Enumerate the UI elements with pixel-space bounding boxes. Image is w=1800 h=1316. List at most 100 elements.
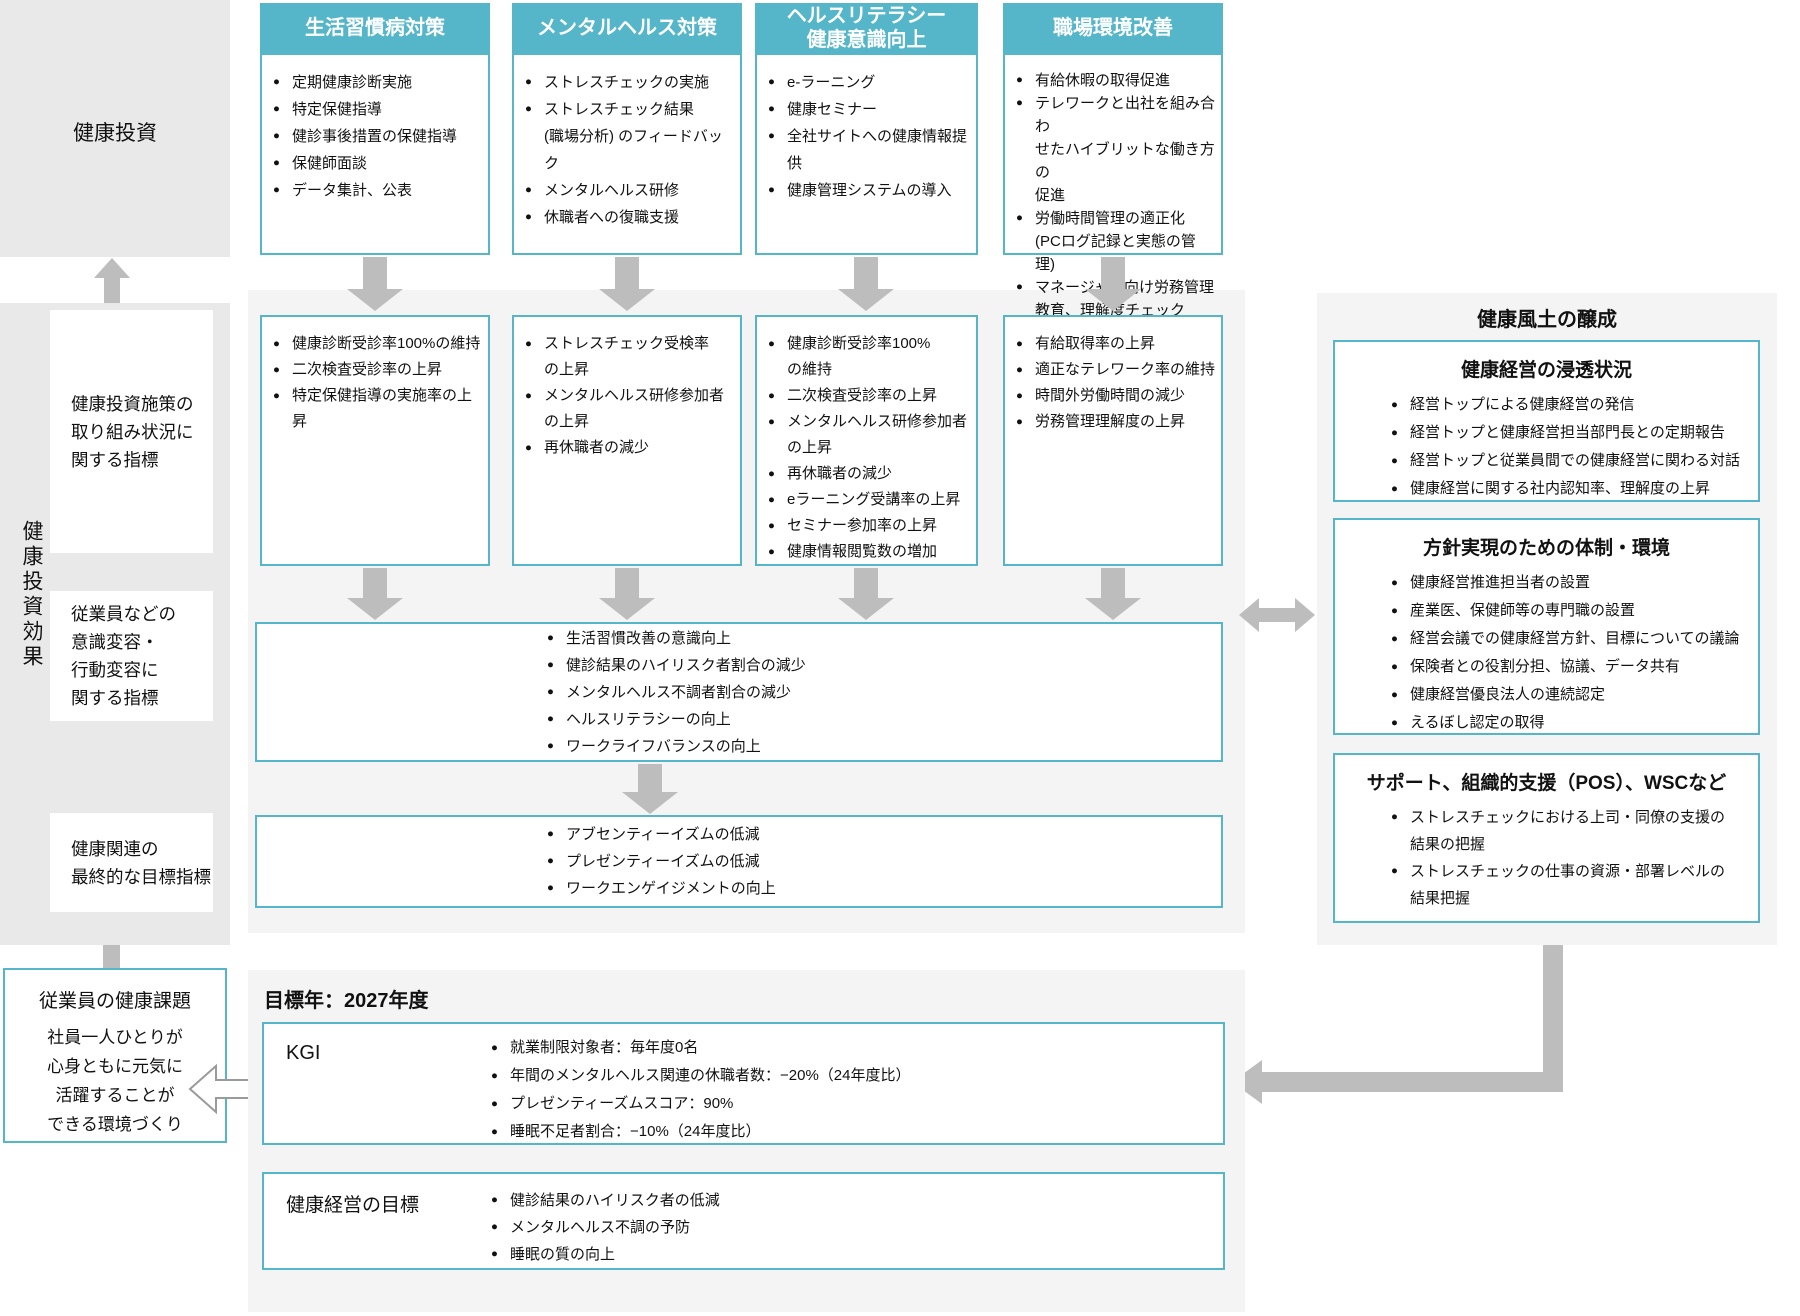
bullet-item: ●有給取得率の上昇 [1016, 331, 1215, 357]
bullet-text: ワークライフバランスの向上 [566, 737, 761, 755]
bullet-icon: ● [1016, 74, 1023, 86]
bullet-text: 定期健康診断実施 [292, 74, 413, 91]
text-line: 行動変容に [71, 660, 159, 680]
bullet-text: 睡眠不足者割合：−10%（24年度比） [510, 1123, 761, 1140]
bullet-item: ●健康診断受診率100%の維持 [768, 331, 970, 383]
bullet-icon: ● [273, 103, 280, 115]
support-pos-wsc-heading: サポート、組織的支援（POS）、WSCなど [1366, 773, 1727, 794]
bullet-icon: ● [547, 828, 554, 840]
bullet-icon: ● [273, 130, 280, 142]
text-line: 健康関連の [71, 838, 159, 859]
bullet-item: ● 特定保健指導 [273, 96, 482, 123]
outcomes-box-lifestyle: ●健康診断受診率100%の維持●二次検査受診率の上昇●特定保健指導の実施率の上昇 [260, 315, 490, 566]
bullet-item: ● 経営会議での健康経営方針、目標についての議論 [1391, 625, 1750, 653]
up-arrow-icon [94, 258, 130, 304]
actions-box-mental-health: ●ストレスチェックの実施●ストレスチェック結果(職場分析) のフィードバック●メ… [512, 53, 742, 255]
actions-box-lifestyle: ●定期健康診断実施●特定保健指導●健診事後措置の保健指導●保健師面談●データ集計… [260, 53, 490, 255]
bullet-icon: ● [273, 184, 280, 196]
bullet-icon: ● [547, 739, 554, 752]
bullet-text: ストレスチェックの仕事の資源・部署レベルの結果把握 [1410, 863, 1726, 907]
bullet-icon: ● [1391, 605, 1398, 617]
bullet-item: ●再休職者の減少 [768, 461, 970, 487]
bullet-icon: ● [547, 631, 554, 644]
bullet-icon: ● [768, 76, 775, 88]
bullet-item: ● データ集計、公表 [273, 177, 482, 204]
investment-label: 健康投資 [73, 122, 157, 145]
management-goals-label: 健康経営の目標 [286, 1195, 420, 1216]
bullet-text: 経営会議での健康経営方針、目標についての議論 [1410, 630, 1740, 647]
bullet-icon: ● [547, 658, 554, 671]
bullet-text: 休職者への復職支援 [544, 209, 680, 226]
bullet-text: 特定保健指導の実施率の上昇 [292, 387, 473, 430]
bullet-item: ●アブセンティーイズムの低減 [547, 821, 1221, 848]
bullet-item: ●メンタルヘルス研修参加者の上昇 [768, 409, 970, 461]
bullet-text: 健康管理システムの導入 [787, 182, 952, 199]
bullet-text: 健康経営優良法人の連続認定 [1410, 686, 1606, 703]
bullet-text: 健康情報閲覧数の増加 [787, 543, 938, 560]
bullet-text: ストレスチェック受検率の上昇 [544, 335, 710, 378]
kgi-box: KGI ●就業制限対象者：毎年度0名●年間のメンタルヘルス関連の休職者数：−20… [262, 1022, 1225, 1145]
bullet-icon: ● [547, 712, 554, 725]
bullet-icon: ● [273, 76, 280, 88]
bullet-icon: ● [768, 130, 775, 142]
outcomes-box-workplace: ●有給取得率の上昇●適正なテレワーク率の維持●時間外労働時間の減少●労務管理理解… [1003, 315, 1223, 566]
bullet-text: データ集計、公表 [292, 182, 413, 199]
bullet-item: ●全社サイトへの健康情報提供 [768, 123, 970, 177]
bullet-icon: ● [768, 468, 775, 480]
bullet-item: ●セミナー参加率の上昇 [768, 513, 970, 539]
bullet-text: 健診事後措置の保健指導 [292, 128, 458, 145]
bullet-icon: ● [768, 546, 775, 558]
bullet-icon: ● [547, 855, 554, 867]
text-line: 職場環境改善 [1053, 17, 1173, 39]
down-arrow-icon [1085, 568, 1141, 620]
bullet-icon: ● [491, 1042, 498, 1054]
bullet-item: ● 健診事後措置の保健指導 [273, 123, 482, 150]
down-arrow-icon [838, 568, 894, 620]
bullet-item: ●適正なテレワーク率の維持 [1016, 357, 1215, 383]
down-arrow-icon [1085, 257, 1141, 311]
bullet-icon: ● [1391, 633, 1398, 645]
down-arrow-icon [347, 568, 403, 620]
bullet-icon: ● [1391, 661, 1398, 673]
down-arrow-icon [599, 568, 655, 620]
metric-box-behavior: 従業員などの意識変容・行動変容に関する指標 [50, 591, 213, 721]
bullet-text: 二次検査受診率の上昇 [292, 361, 443, 378]
bullet-item: ●テレワークと出社を組み合わせたハイブリットな働き方の促進 [1016, 92, 1215, 207]
connector-bar [103, 945, 120, 968]
awareness-behavior-box: ●生活習慣改善の意識向上●健診結果のハイリスク者割合の減少●メンタルヘルス不調者… [255, 622, 1223, 762]
system-environment-box: 方針実現のための体制・環境 ●健康経営推進担当者の設置●産業医、保健師等の専門職… [1333, 518, 1760, 735]
bullet-text: 健康診断受診率100%の維持 [787, 335, 931, 378]
column-header-health-literacy: ヘルスリテラシー健康意識向上 [755, 3, 978, 53]
bullet-item: ●経営トップと健康経営担当部門長との定期報告 [1391, 419, 1750, 447]
bullet-text: eラーニング受講率の上昇 [787, 491, 961, 508]
bullet-item: ●就業制限対象者：毎年度0名 [491, 1034, 910, 1062]
bullet-icon: ● [1016, 338, 1023, 350]
bullet-item: ● eラーニング受講率の上昇 [768, 487, 970, 513]
bullet-icon: ● [273, 338, 280, 350]
bullet-item: ●特定保健指導の実施率の上昇 [273, 383, 482, 435]
bullet-text: ストレスチェックにおける上司・同僚の支援の結果の把握 [1410, 809, 1726, 853]
bullet-item: ●保険者との役割分担、協議、データ共有 [1391, 653, 1750, 681]
text-line: 生活習慣病対策 [305, 17, 445, 39]
bullet-icon: ● [491, 1194, 498, 1206]
bullet-text: えるぼし認定の取得 [1410, 714, 1545, 731]
outcomes-box-mental-health: ●ストレスチェック受検率の上昇●メンタルヘルス研修参加者の上昇●再休職者の減少 [512, 315, 742, 566]
metric-box-initiatives: 健康投資施策の取り組み状況に関する指標 [50, 310, 213, 553]
bullet-text: メンタルヘルス不調の予防 [510, 1219, 691, 1236]
bullet-text: プレゼンティーイズムの低減 [566, 853, 760, 870]
bullet-text: テレワークと出社を組み合わせたハイブリットな働き方の促進 [1035, 95, 1216, 204]
bullet-item: ●睡眠不足者割合：−10%（24年度比） [491, 1118, 910, 1146]
bullet-text: 特定保健指導 [292, 101, 383, 118]
bullet-icon: ● [768, 494, 775, 506]
bullet-item: ●時間外労働時間の減少 [1016, 383, 1215, 409]
bullet-icon: ● [1391, 717, 1398, 729]
bullet-icon: ● [1016, 281, 1023, 293]
bullet-item: ●二次検査受診率の上昇 [768, 383, 970, 409]
bullet-text: メンタルヘルス研修 [544, 182, 680, 199]
bullet-icon: ● [768, 390, 775, 402]
bullet-text: 適正なテレワーク率の維持 [1035, 361, 1216, 378]
bullet-text: 健診結果のハイリスク者割合の減少 [566, 656, 806, 674]
column-header-lifestyle: 生活習慣病対策 [260, 3, 490, 53]
bullet-icon: ● [525, 338, 532, 350]
bullet-item: ●ストレスチェックにおける上司・同僚の支援の結果の把握 [1391, 804, 1750, 858]
